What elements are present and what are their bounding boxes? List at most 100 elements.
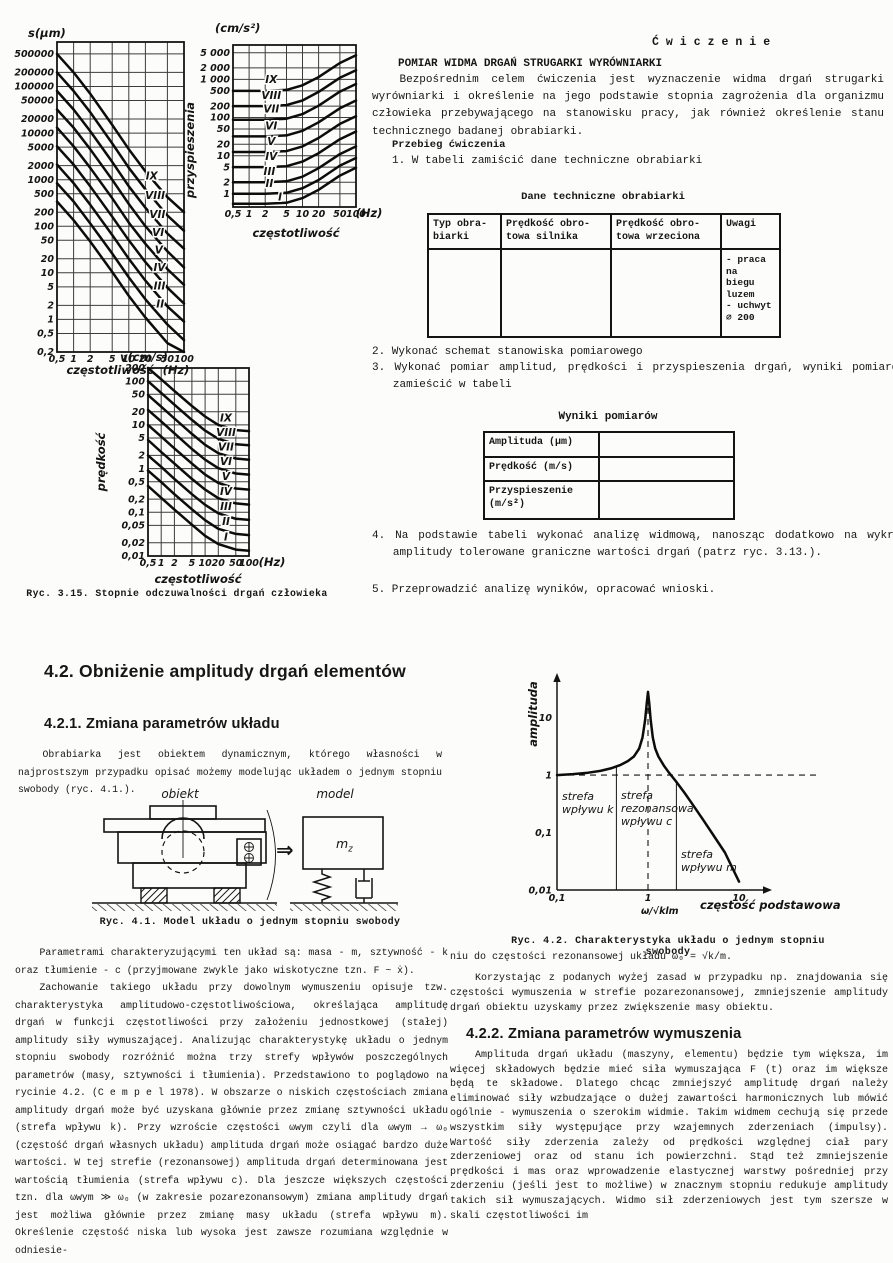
x-tick-label: 2 [262,209,269,220]
y-axis-label: amplituda [526,681,540,747]
series-curve-V [231,115,358,154]
series-label-II: II [222,516,230,528]
specs-col-type: Typ obra- biarki [427,213,502,250]
series-label-III: III [220,501,232,513]
series-label-III: III [154,281,166,293]
series-curve-VI [146,408,251,476]
x-tick-label: 2 [87,354,94,365]
results-row-acceleration: Przyspieszenie (m/s²) [483,480,735,520]
y-tick-label: 5 [223,162,230,173]
series-curve-VI [55,108,186,269]
series-curve-II [146,469,251,537]
screw-cross-icon [244,853,254,863]
steps-heading: Przebieg ćwiczenia [392,139,506,151]
x-tick-label: 0,5 [49,354,66,365]
mass-box [302,816,384,870]
y-tick-label: 20000 [21,114,54,125]
series-label-VI: VI [220,456,232,468]
specs-table-body-row: - praca na biegu luzem - uchwyt ∅ 200 [427,248,781,338]
figure-3-15-caption: Ryc. 3.15. Stopnie odczuwalności drgań c… [26,588,328,599]
x-tick-label: 10 [198,558,212,569]
series-curve-III [231,145,358,184]
series-curve-I [231,166,358,205]
y-tick-label: 200 [125,363,145,374]
y-tick-label: 1 [223,189,230,200]
y-tick-label: 100 [210,113,230,124]
fig41-model-label: model [316,787,354,801]
series-curve-VIII [55,71,186,233]
series-label-V: V [155,245,164,257]
y-tick-label: 2 [47,301,54,312]
y-tick-label: 50 [41,236,55,247]
series-label-I: I [224,532,228,544]
series-label-II: II [265,178,273,190]
y-tick-label: 20 [41,254,55,265]
y-tick-label: 0,1 [535,828,552,839]
results-table: Amplituda (μm) Prędkość (m/s) Przyspiesz… [483,431,735,520]
plot-frame [147,367,250,557]
specs-table: Typ obra- biarki Prędkość obro- towa sil… [427,213,781,338]
x-unit-label: (Hz) [163,363,190,377]
y-tick-label: 1 [47,315,54,326]
results-label-acceleration: Przyspieszenie (m/s²) [483,480,600,520]
figure-4-2-caption: Ryc. 4.2. Charakterystyka układu o jedny… [511,936,825,958]
x-tick-label: 100 [239,558,259,569]
results-table-title: Wyniki pomiarów [558,411,658,423]
y-tick-label: 1 000 [200,75,230,86]
specs-cell-type [427,248,502,338]
x-tick-label: 20 [139,354,153,365]
x-tick-label: 50 [333,209,347,220]
series-label-I: I [278,192,282,204]
y-tick-label: 0,1 [128,508,145,519]
machine-sketch [92,800,277,911]
x-tick-sublabel: ω/√klm [641,906,679,917]
series-curve-IV [55,145,186,305]
step-2: 2. Wykonać schemat stanowiska pomiaroweg… [372,346,643,358]
series-curve-I [146,484,251,552]
y-tick-label: 100 [34,221,54,232]
results-value-acceleration [598,480,735,520]
x-axis-label: częstotliwość [154,572,242,586]
ground-hatch [290,904,398,911]
y-tick-label: 0,01 [529,886,552,897]
x-tick-label: 10 [732,893,746,904]
y-tick-label: 1 [545,771,552,782]
y-tick-label: 10 [41,268,55,279]
fig41-object-label: obiekt [161,787,199,801]
series-curve-VI [231,99,358,138]
results-label-velocity: Prędkość (m/s) [483,456,600,482]
series-label-V: V [222,471,231,483]
section-4-2-heading: 4.2. Obniżenie amplitudy drgań elementów [44,661,406,681]
plot-frame [56,41,185,353]
series-curve-V [146,423,251,491]
damper-icon [355,869,373,903]
x-tick-label: 10 [296,209,310,220]
series-curve-III [146,454,251,522]
series-curve-VII [146,393,251,461]
paragraph-parameters: Parametrami charakteryzującymi ten układ… [15,947,448,976]
y-tick-label: 20 [132,407,146,418]
series-label-IX: IX [146,171,159,183]
y-tick-label: 0,02 [122,538,146,549]
ground-hatch [92,904,277,911]
results-value-velocity [598,456,735,482]
spring-icon [311,869,333,903]
machine-foot [140,887,168,904]
y-tick-label: 100000 [14,82,54,93]
series-label-VI: VI [265,121,277,133]
series-label-VII: VII [149,209,165,221]
series-curve-II [55,181,186,342]
y-tick-label: 500 [210,86,230,97]
x-tick-label: 50 [161,354,175,365]
y-tick-label: 5 [138,433,145,444]
series-label-VIII: VIII [145,190,165,202]
specs-col-remarks: Uwagi [720,213,781,250]
series-label-IX: IX [220,412,233,424]
y-tick-label: 10 [132,420,146,431]
y-tick-label: 200 [210,101,230,112]
